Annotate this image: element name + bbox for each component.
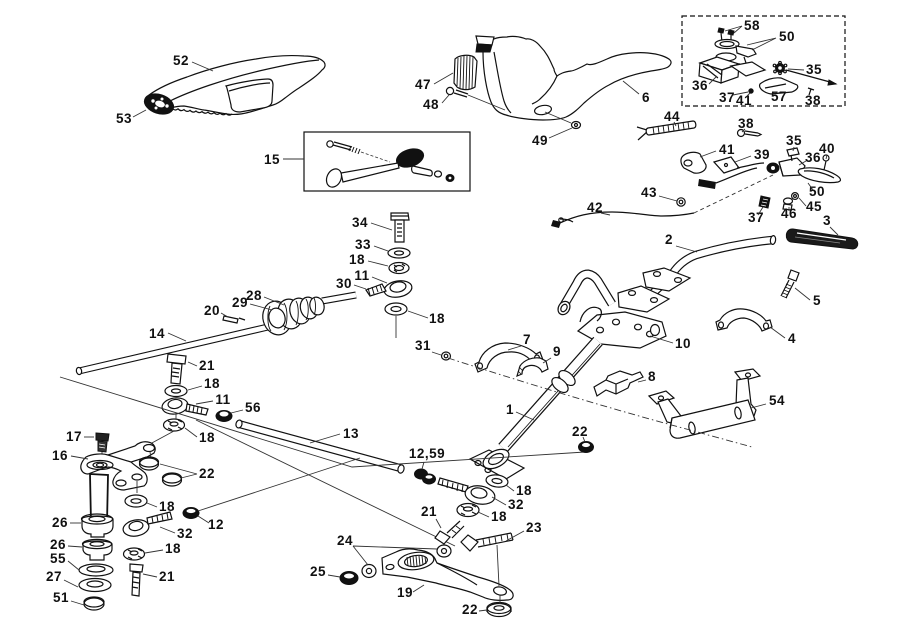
svg-text:18: 18 [429, 311, 445, 326]
svg-text:36: 36 [805, 150, 821, 165]
svg-text:28: 28 [246, 288, 262, 303]
svg-text:58: 58 [744, 18, 760, 33]
svg-text:37: 37 [719, 90, 735, 105]
svg-text:19: 19 [397, 585, 413, 600]
svg-text:43: 43 [641, 185, 657, 200]
svg-text:37: 37 [748, 210, 764, 225]
svg-text:53: 53 [116, 111, 132, 126]
svg-text:23: 23 [526, 520, 542, 535]
svg-text:40: 40 [819, 141, 835, 156]
svg-text:32: 32 [177, 526, 193, 541]
svg-text:54: 54 [769, 393, 785, 408]
svg-text:18: 18 [349, 252, 365, 267]
svg-text:21: 21 [199, 358, 215, 373]
svg-text:12,59: 12,59 [409, 446, 445, 461]
svg-text:49: 49 [532, 133, 548, 148]
svg-text:22: 22 [462, 602, 478, 617]
svg-text:22: 22 [572, 424, 588, 439]
svg-text:18: 18 [165, 541, 181, 556]
svg-text:42: 42 [587, 200, 603, 215]
svg-text:14: 14 [149, 326, 165, 341]
svg-text:15: 15 [264, 152, 280, 167]
svg-text:18: 18 [204, 376, 220, 391]
svg-text:50: 50 [779, 29, 795, 44]
svg-text:52: 52 [173, 53, 189, 68]
svg-text:55: 55 [50, 551, 66, 566]
svg-text:21: 21 [159, 569, 175, 584]
svg-text:45: 45 [806, 199, 822, 214]
svg-text:32: 32 [508, 497, 524, 512]
svg-text:30: 30 [336, 276, 352, 291]
svg-text:21: 21 [421, 504, 437, 519]
svg-text:29: 29 [232, 295, 248, 310]
svg-text:26: 26 [52, 515, 68, 530]
svg-text:35: 35 [786, 133, 802, 148]
svg-text:38: 38 [738, 116, 754, 131]
svg-text:36: 36 [692, 78, 708, 93]
svg-text:33: 33 [355, 237, 371, 252]
svg-text:41: 41 [719, 142, 735, 157]
svg-text:2: 2 [665, 232, 673, 247]
svg-text:9: 9 [553, 344, 561, 359]
svg-text:12: 12 [208, 517, 224, 532]
svg-text:57: 57 [771, 89, 787, 104]
svg-text:24: 24 [337, 533, 353, 548]
svg-text:31: 31 [415, 338, 431, 353]
svg-text:7: 7 [523, 332, 531, 347]
svg-text:48: 48 [423, 97, 439, 112]
svg-text:35: 35 [806, 62, 822, 77]
svg-text:46: 46 [781, 206, 797, 221]
svg-text:3: 3 [823, 213, 831, 228]
svg-text:11: 11 [354, 268, 369, 283]
svg-text:51: 51 [53, 590, 69, 605]
svg-text:27: 27 [46, 569, 62, 584]
svg-text:18: 18 [159, 499, 175, 514]
svg-text:17: 17 [66, 429, 82, 444]
svg-text:41: 41 [736, 93, 752, 108]
svg-text:16: 16 [52, 448, 68, 463]
svg-text:34: 34 [352, 215, 368, 230]
svg-text:18: 18 [516, 483, 532, 498]
svg-text:6: 6 [642, 90, 650, 105]
svg-text:56: 56 [245, 400, 261, 415]
svg-text:25: 25 [310, 564, 326, 579]
svg-text:4: 4 [788, 331, 796, 346]
svg-text:8: 8 [648, 369, 656, 384]
svg-text:22: 22 [199, 466, 215, 481]
svg-text:18: 18 [491, 509, 507, 524]
svg-text:47: 47 [415, 77, 431, 92]
svg-text:44: 44 [664, 109, 680, 124]
svg-text:13: 13 [343, 426, 359, 441]
svg-text:20: 20 [204, 303, 220, 318]
svg-text:50: 50 [809, 184, 825, 199]
svg-text:18: 18 [199, 430, 215, 445]
svg-text:39: 39 [754, 147, 770, 162]
svg-text:11: 11 [215, 392, 230, 407]
svg-text:26: 26 [50, 537, 66, 552]
svg-text:1: 1 [506, 402, 514, 417]
svg-text:10: 10 [675, 336, 691, 351]
svg-text:38: 38 [805, 93, 821, 108]
svg-text:5: 5 [813, 293, 821, 308]
